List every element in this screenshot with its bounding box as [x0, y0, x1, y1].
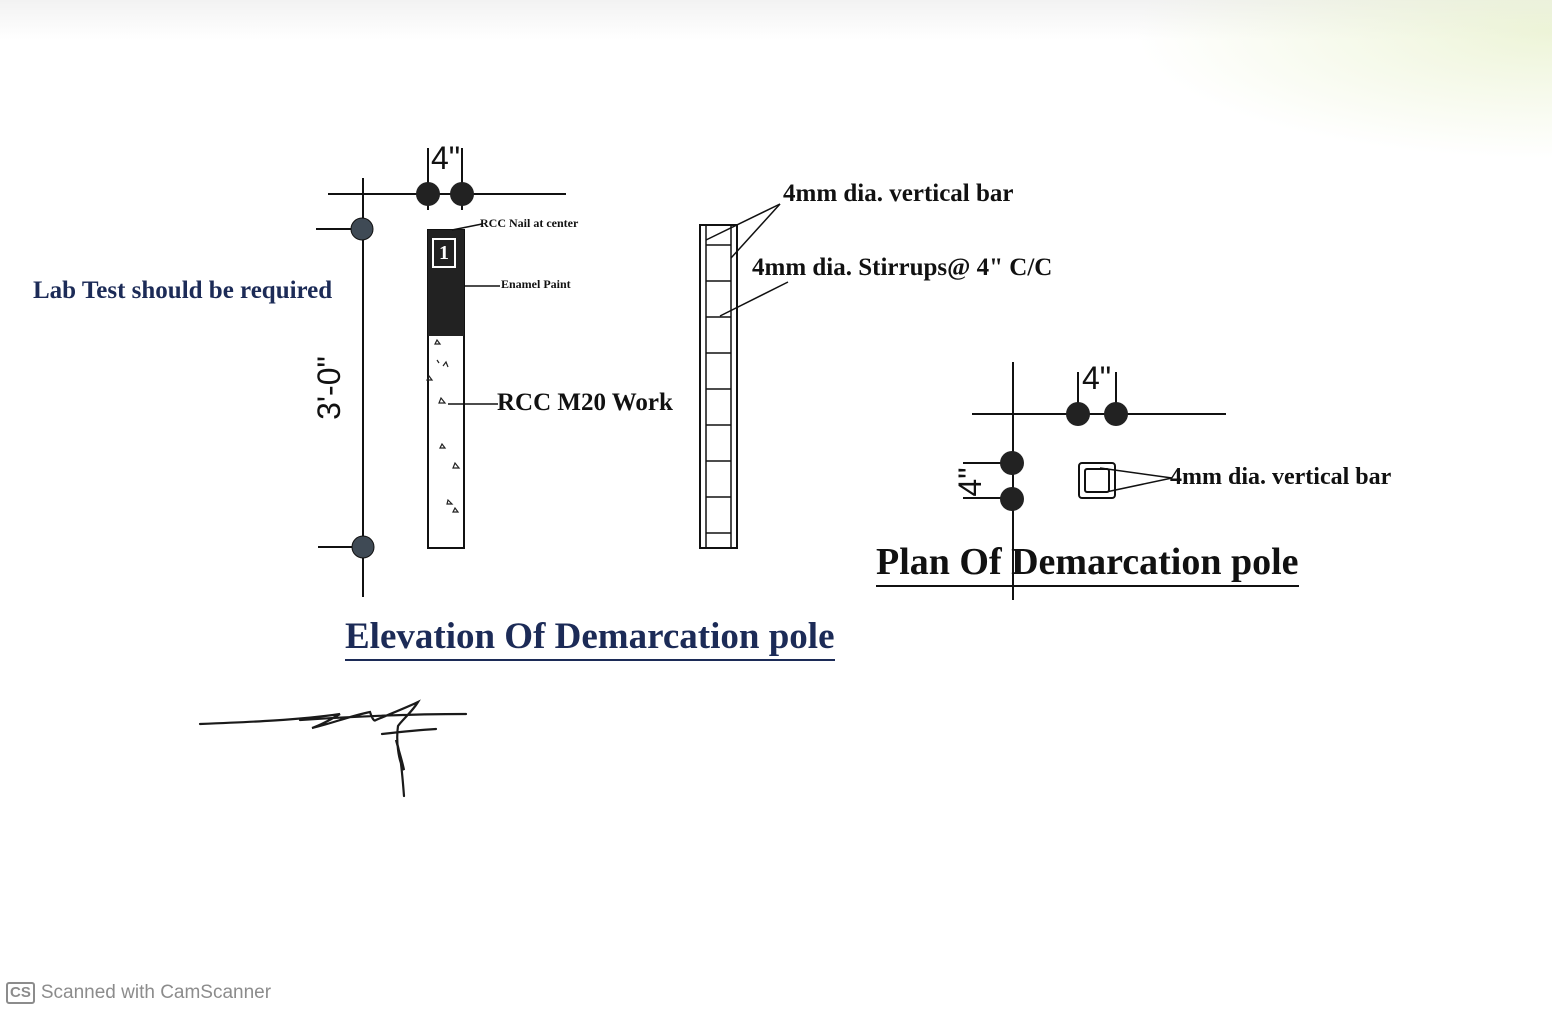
lab-test-note: Lab Test should be required: [33, 277, 333, 304]
scanner-text: Scanned with CamScanner: [40, 982, 272, 1003]
plan-dot-top-right: [1104, 402, 1128, 426]
elevation-dim-dot-left: [416, 182, 440, 206]
concrete-aggregate-marks: [426, 338, 461, 513]
plan-leader-lines: [1099, 467, 1173, 493]
elevation-dim-dot-right: [450, 182, 474, 206]
plan-dot-side-top: [1000, 451, 1024, 475]
nail-label: RCC Nail at center: [480, 216, 579, 230]
plan-title: Plan Of Demarcation pole: [876, 543, 1299, 587]
plan-side-dim-label: 4": [952, 467, 988, 497]
camscanner-logo: CS: [6, 982, 35, 1004]
stirrups-label: 4mm dia. Stirrups@ 4" C/C: [752, 254, 1053, 281]
plan-dot-side-bottom: [1000, 487, 1024, 511]
plan-dot-top-left: [1066, 402, 1090, 426]
reinforcement-leader-lines: [705, 203, 789, 317]
vertical-bar-label: 4mm dia. vertical bar: [783, 180, 1014, 207]
enamel-paint-label: Enamel Paint: [501, 277, 571, 291]
rcc-work-label: RCC M20 Work: [497, 389, 673, 416]
plan-vertical-bar-label: 4mm dia. vertical bar: [1170, 464, 1392, 490]
elevation-leader-lines: [448, 223, 500, 405]
elevation-width-dim-label: 4": [431, 140, 461, 176]
pole-number-box: 1: [432, 238, 456, 268]
reinforcement-cage: [699, 224, 738, 549]
scanner-watermark: CS Scanned with CamScanner: [6, 981, 271, 1005]
height-dim-dot-top: [350, 217, 374, 241]
elevation-title: Elevation Of Demarcation pole: [345, 618, 835, 661]
plan-pole-section: [1078, 462, 1116, 499]
stirrup-lines: [706, 244, 731, 534]
plan-width-dim-label: 4": [1082, 360, 1112, 396]
height-dim-dot-bottom: [351, 535, 375, 559]
scan-tint: [1132, 0, 1552, 160]
signature: [198, 699, 468, 798]
height-dim-label: 3'-0": [311, 356, 347, 420]
